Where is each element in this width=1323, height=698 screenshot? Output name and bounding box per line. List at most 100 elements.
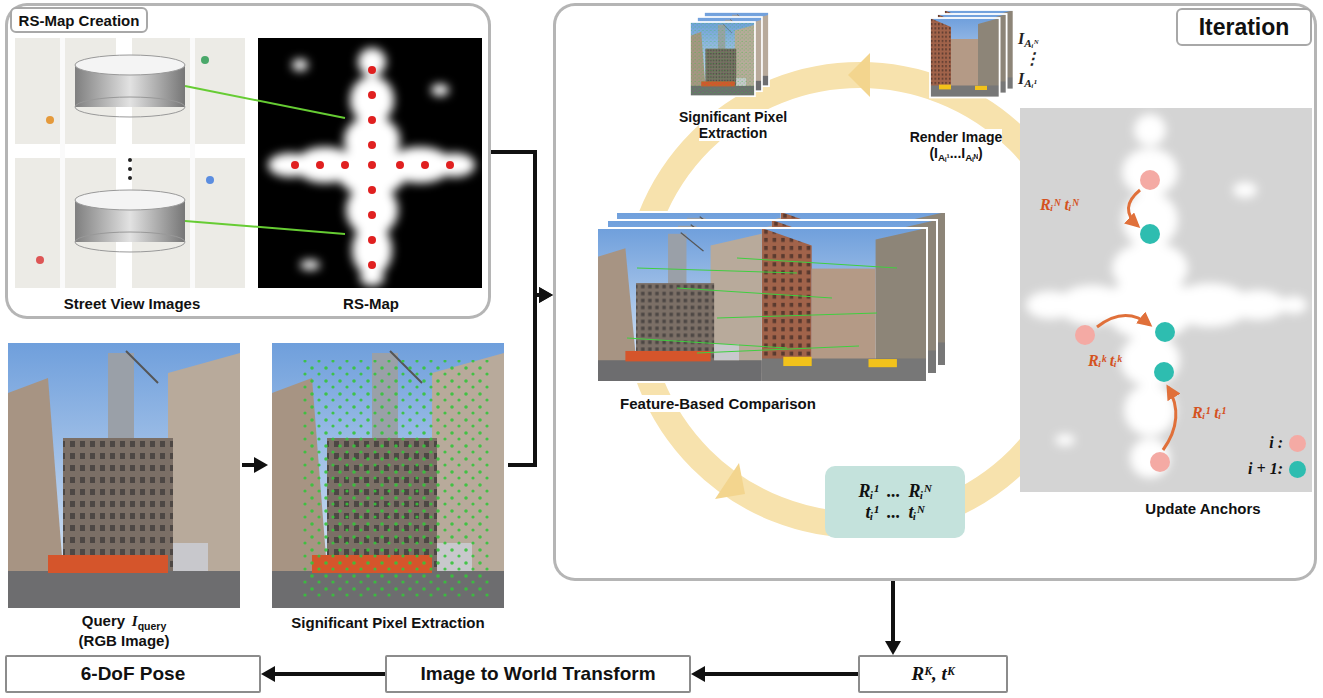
anchor-map xyxy=(1026,114,1307,478)
comparison-stack xyxy=(597,228,762,382)
text-line: (IAᵢ¹...IAᵢᴺ) xyxy=(898,145,1014,163)
label-text: I xyxy=(1018,30,1024,47)
rs-map-image xyxy=(421,161,429,169)
query-photo xyxy=(8,343,240,608)
pixel-stack xyxy=(690,12,769,96)
label-text: Rᵢ¹ tᵢ¹ xyxy=(1192,404,1226,421)
legend-entry: i + 1: xyxy=(1248,460,1306,478)
text-area: Rᵢ¹...Rᵢᴺtᵢ¹...tᵢᴺ xyxy=(825,466,965,538)
text-area: Feature-Based Comparison xyxy=(600,392,836,414)
anchor-map xyxy=(1130,438,1170,478)
text-area: Iteration xyxy=(1176,8,1312,46)
text-line: 6-DoF Pose xyxy=(7,663,259,685)
rs-map-image xyxy=(435,153,475,177)
rs-map-image xyxy=(368,211,376,219)
image-panel: Update Anchors xyxy=(1020,108,1312,522)
anchor-map xyxy=(1020,108,1312,492)
legend-swatch xyxy=(1289,435,1306,452)
rs-map-image xyxy=(368,141,376,149)
text-area: Significant Pixel Extraction xyxy=(268,611,508,633)
label-text: Aᵢ¹ xyxy=(1024,77,1037,89)
legend-swatch xyxy=(1289,461,1306,478)
rs-map-image xyxy=(368,91,376,99)
group-panel: IterationSignificant Pixel ExtractionRen… xyxy=(553,3,1317,581)
node-text: RS-Map Creation xyxy=(19,12,140,29)
text-line: RS-Map Creation xyxy=(12,12,146,29)
street-view-map xyxy=(75,232,185,252)
rs-map-image xyxy=(300,260,320,270)
rs-map-image xyxy=(431,84,449,96)
connector-arrow xyxy=(242,457,268,473)
label: Rᵢ¹ tᵢ¹ xyxy=(1192,404,1226,422)
anchor-map xyxy=(1140,170,1160,190)
label: Rᵢᴺ tᵢᴺ xyxy=(1040,196,1079,214)
street-view-map xyxy=(46,116,54,124)
rs-map-image xyxy=(368,66,376,74)
anchor-map xyxy=(1154,362,1174,382)
node-text: Rᵢ¹ xyxy=(858,481,878,501)
street-view-map xyxy=(15,144,245,158)
anchor-map xyxy=(1233,182,1257,198)
cycle-arrow xyxy=(848,53,870,97)
node-text: Aᵢ¹ xyxy=(938,152,950,163)
connector-arrow xyxy=(885,581,901,655)
rs-map-image xyxy=(316,161,324,169)
comparison-stack xyxy=(597,228,762,382)
arrow-head xyxy=(254,457,268,473)
connector-line xyxy=(275,672,385,676)
arrow-head xyxy=(691,666,705,682)
rs-map-image xyxy=(185,86,345,118)
comparison-stack xyxy=(637,268,797,273)
query-photo xyxy=(8,343,240,608)
label: ⋮ xyxy=(1024,49,1040,68)
street-view-map xyxy=(60,38,65,288)
image-panel: Street View Images xyxy=(12,36,252,317)
comparison-stack xyxy=(597,228,927,382)
node-text: Iteration xyxy=(1199,14,1290,40)
connector-line xyxy=(242,463,254,467)
street-view-map xyxy=(15,38,245,288)
street-view-map xyxy=(128,158,132,162)
node-text: ... xyxy=(887,502,901,522)
legend-entry: i : xyxy=(1269,434,1306,452)
node-text: Street View Images xyxy=(64,295,200,312)
node-text: Significant Pixel Extraction xyxy=(291,614,484,631)
anchor-map xyxy=(1055,434,1075,446)
text-area: Image to World Transform xyxy=(387,657,689,691)
node-text: (RGB Image) xyxy=(79,632,170,649)
node-text: tᵢ¹ xyxy=(865,502,878,522)
rs-map-image xyxy=(368,186,376,194)
text-line: Iteration xyxy=(1178,14,1310,41)
rs-map-image xyxy=(368,116,376,124)
pixel-stack xyxy=(690,22,755,96)
node-text: ... xyxy=(887,481,901,501)
rs-map-image xyxy=(368,261,376,269)
rs-map-image xyxy=(360,270,384,286)
text-area: RS-Map Creation xyxy=(10,7,148,33)
text-line: QueryIquery xyxy=(6,612,242,631)
rs-map-image xyxy=(258,38,482,288)
text-line: Image to World Transform xyxy=(387,663,689,685)
text-line: Significant Pixel Extraction xyxy=(268,614,508,631)
image-panel: Significant Pixel Extraction xyxy=(668,10,798,148)
anchor-map xyxy=(1122,148,1178,196)
render-stack xyxy=(930,10,1014,98)
image-panel: Feature-Based Comparison xyxy=(592,205,932,417)
node-text: ) xyxy=(978,145,983,161)
anchor-map xyxy=(1155,322,1175,342)
node-text: 6-DoF Pose xyxy=(81,663,186,684)
anchor-map xyxy=(1020,108,1312,492)
anchor-map xyxy=(1230,290,1286,320)
image-panel: Significant Pixel Extraction xyxy=(268,340,508,652)
rs-map-image xyxy=(358,48,386,76)
image-panel: QueryIquery(RGB Image) xyxy=(6,340,242,652)
render-stack xyxy=(930,18,1000,98)
anchor-map xyxy=(1140,224,1160,244)
text-area: Street View Images xyxy=(12,292,252,314)
street-view-map xyxy=(15,38,245,288)
rs-map-image xyxy=(368,161,376,169)
significant-pixel-photo xyxy=(272,343,504,608)
anchor-map xyxy=(1120,334,1180,386)
comparison-stack xyxy=(737,258,897,268)
